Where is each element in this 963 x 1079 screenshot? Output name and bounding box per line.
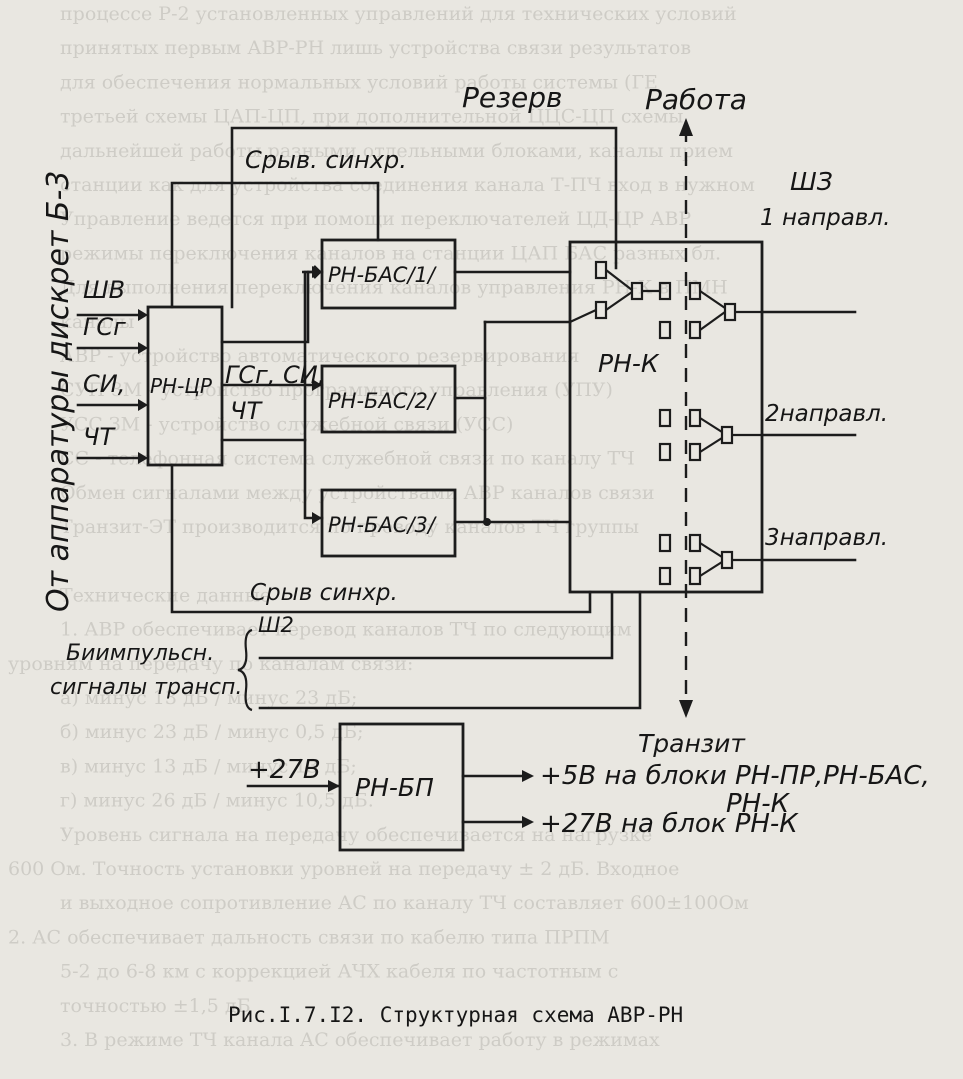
background-text-line: 3. В режиме ТЧ канала АС обеспечивает ра… bbox=[60, 1029, 660, 1051]
rn-bas3-block bbox=[320, 488, 457, 558]
background-text-line: Уровень сигнала на передачу обеспечивает… bbox=[60, 824, 652, 846]
power-out-5v-label-2: РН-К bbox=[726, 789, 791, 819]
background-text-line: СУП ЗМ - устройство программного управле… bbox=[60, 379, 613, 401]
sh2-label: Ш2 bbox=[258, 613, 294, 637]
rn-bp-label: РН-БП bbox=[355, 773, 434, 802]
direction-3-label: 3направл. bbox=[765, 525, 888, 551]
work-label: Работа bbox=[645, 83, 747, 116]
rn-bas1-label: РН-БАС/1/ bbox=[328, 263, 437, 287]
rn-k-contacts bbox=[569, 260, 762, 586]
rn-cr-block bbox=[146, 305, 224, 467]
direction-2-label: 2направл. bbox=[765, 401, 888, 427]
background-text-line: дальнейшей работы разными отдельными бло… bbox=[60, 140, 733, 162]
power-input-label: +27В bbox=[248, 755, 321, 785]
reserve-label: Резерв bbox=[462, 81, 563, 114]
input-label-gsg: ГСг bbox=[83, 313, 126, 341]
input-label-shv: ШВ bbox=[83, 276, 125, 304]
rn-bas1-block bbox=[320, 238, 457, 310]
background-text-line: для обеспечения нормальных условий работ… bbox=[60, 71, 658, 93]
background-text-line: 5-2 до 6-8 км с коррекцией АЧХ кабеля по… bbox=[60, 961, 618, 983]
power-out-27v-label: +27В на блок РН-К bbox=[540, 809, 799, 839]
background-text-line: б) минус 23 дБ / минус 0,5 дБ; bbox=[60, 721, 364, 743]
background-text-line: АВР - устройство автоматического резерви… bbox=[60, 345, 580, 367]
background-text-line: а) минус 13 дБ / минус 23 дБ; bbox=[60, 687, 357, 709]
background-text-line: и выходное сопротивление АС по каналу ТЧ… bbox=[60, 892, 749, 914]
sh3-label: ШЗ bbox=[790, 167, 833, 196]
rn-bas3-label: РН-БАС/3/ bbox=[328, 513, 437, 537]
input-label-cht: ЧТ bbox=[83, 423, 116, 451]
direction-1-label: 1 направл. bbox=[760, 205, 890, 231]
background-text-line: режимы переключения каналов на станции Ц… bbox=[60, 242, 721, 264]
background-text-line: 600 Ом. Точность установки уровней на пе… bbox=[8, 858, 679, 880]
background-text-line: третьей схемы ЦАП-ЦП, при дополнительной… bbox=[60, 106, 683, 128]
background-text-line: Для выполнения переключения каналов упра… bbox=[60, 277, 728, 299]
background-text-line: 1. АВР обеспечивает перевод каналов ТЧ п… bbox=[60, 619, 632, 641]
power-out-5v-label: +5В на блоки РН-ПР,РН-БАС, bbox=[540, 761, 930, 791]
labels: От аппаратуры дискрет Б-3 ШВ ГСг СИ, ЧТ … bbox=[41, 81, 930, 1027]
rn-bp-block bbox=[338, 722, 465, 852]
background-text-line: точностью ±1,5 дБ bbox=[60, 995, 251, 1017]
mid-signals-line1: ГСг, СИ, bbox=[225, 361, 325, 389]
mid-signals-line2: ЧТ bbox=[230, 397, 263, 425]
rn-k-label: РН-К bbox=[598, 349, 660, 378]
background-text-line: г) минус 26 дБ / минус 10,5 дБ. bbox=[60, 790, 374, 812]
background-text-line: 2. АС обеспечивает дальность связи по ка… bbox=[8, 926, 610, 948]
background-text-line: принятых первым АВР-РН лишь устройства с… bbox=[60, 37, 691, 59]
background-text-line: Управление ведется при помощи переключат… bbox=[60, 208, 691, 230]
vertical-source-label: От аппаратуры дискрет Б-3 bbox=[41, 171, 76, 612]
background-text-line: станции как для устройства соединения ка… bbox=[60, 174, 755, 196]
background-text-line: Обмен сигналами между устройствами АВР к… bbox=[60, 482, 655, 504]
rn-bas2-block bbox=[320, 364, 457, 434]
sync-fail-bottom-label: Срыв синхр. bbox=[250, 580, 398, 606]
input-label-si: СИ, bbox=[83, 370, 125, 398]
bipulse-label-line1: Биимпульсн. bbox=[66, 641, 214, 666]
background-text-line: Технические данные bbox=[60, 584, 271, 606]
transit-label: Транзит bbox=[638, 729, 746, 758]
bipulse-brace bbox=[237, 628, 253, 712]
rn-cr-label: РН-ЦР bbox=[150, 374, 213, 398]
bipulse-label-line2: сигналы трансп. bbox=[50, 675, 242, 700]
blocks bbox=[146, 238, 764, 852]
figure-caption: Рис.I.7.I2. Структурная схема АВР-РН bbox=[228, 1003, 683, 1027]
connection-lines bbox=[76, 118, 857, 828]
background-text-line: процессе Р-2 установленных управлений дл… bbox=[60, 3, 737, 25]
background-text-line: УСС ЗМ - устройство служебной связи (УСС… bbox=[60, 413, 513, 435]
rn-bas2-label: РН-БАС/2/ bbox=[328, 389, 437, 413]
rn-k-block bbox=[568, 240, 764, 594]
sync-fail-top-label: Срыв. синхр. bbox=[245, 146, 407, 174]
background-text-line: в) минус 13 дБ / минус 13 дБ; bbox=[60, 755, 357, 777]
